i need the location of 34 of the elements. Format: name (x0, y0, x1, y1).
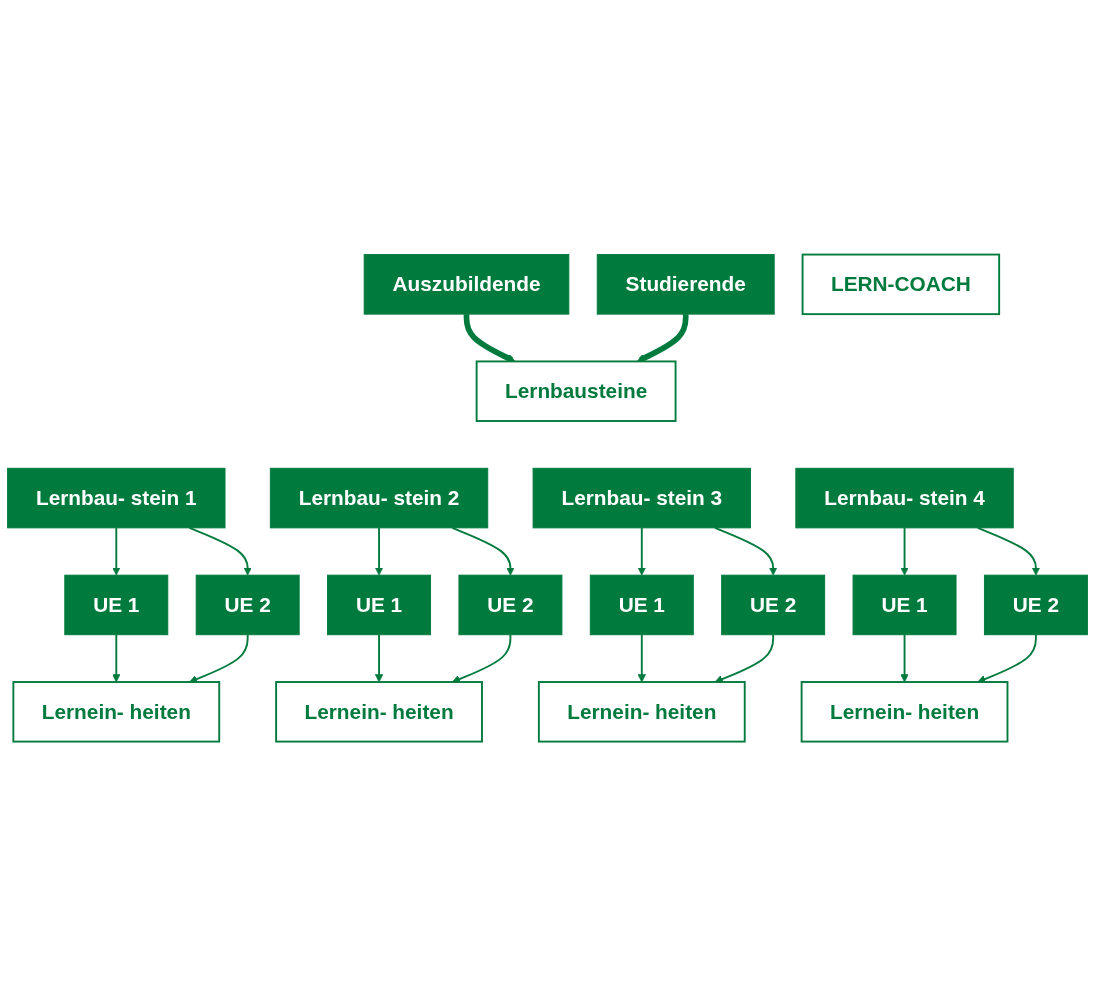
node-box: Auszubildende (363, 254, 570, 316)
arrow (112, 527, 121, 576)
arrow (977, 634, 1037, 684)
arrow (374, 634, 384, 683)
node-box: Lernein- heiten (537, 681, 746, 743)
arrow (637, 527, 646, 576)
node-box: LERN-COACH (801, 254, 1001, 316)
arrow (636, 314, 689, 363)
node-box: Lernbau- stein 3 (532, 468, 751, 529)
node-box: UE 2 (721, 575, 826, 636)
node-box: UE 2 (458, 575, 563, 636)
arrow (900, 527, 909, 576)
arrow (900, 634, 909, 683)
arrow (374, 527, 384, 576)
node-box: Studierende (596, 254, 775, 316)
arrow (714, 634, 775, 684)
arrow (637, 634, 646, 683)
arrow (189, 634, 249, 684)
arrow (463, 314, 516, 363)
node-box: UE 2 (983, 575, 1088, 636)
node-box: Lernein- heiten (800, 681, 1009, 743)
node-box: UE 2 (195, 575, 300, 636)
node-box: Lernein- heiten (12, 681, 221, 743)
node-box: Lernbau- stein 4 (795, 468, 1014, 529)
node-box: Lernein- heiten (275, 681, 483, 743)
node-box: UE 1 (589, 575, 694, 636)
node-box: Lernbau- stein 2 (269, 468, 489, 529)
node-box: Lernbausteine (475, 360, 677, 423)
node-box: UE 1 (327, 575, 432, 636)
node-box: UE 1 (852, 575, 957, 636)
node-box: Lernbau- stein 1 (7, 468, 226, 529)
arrow (451, 634, 512, 684)
arrow (112, 634, 121, 683)
node-box: UE 1 (64, 575, 169, 636)
